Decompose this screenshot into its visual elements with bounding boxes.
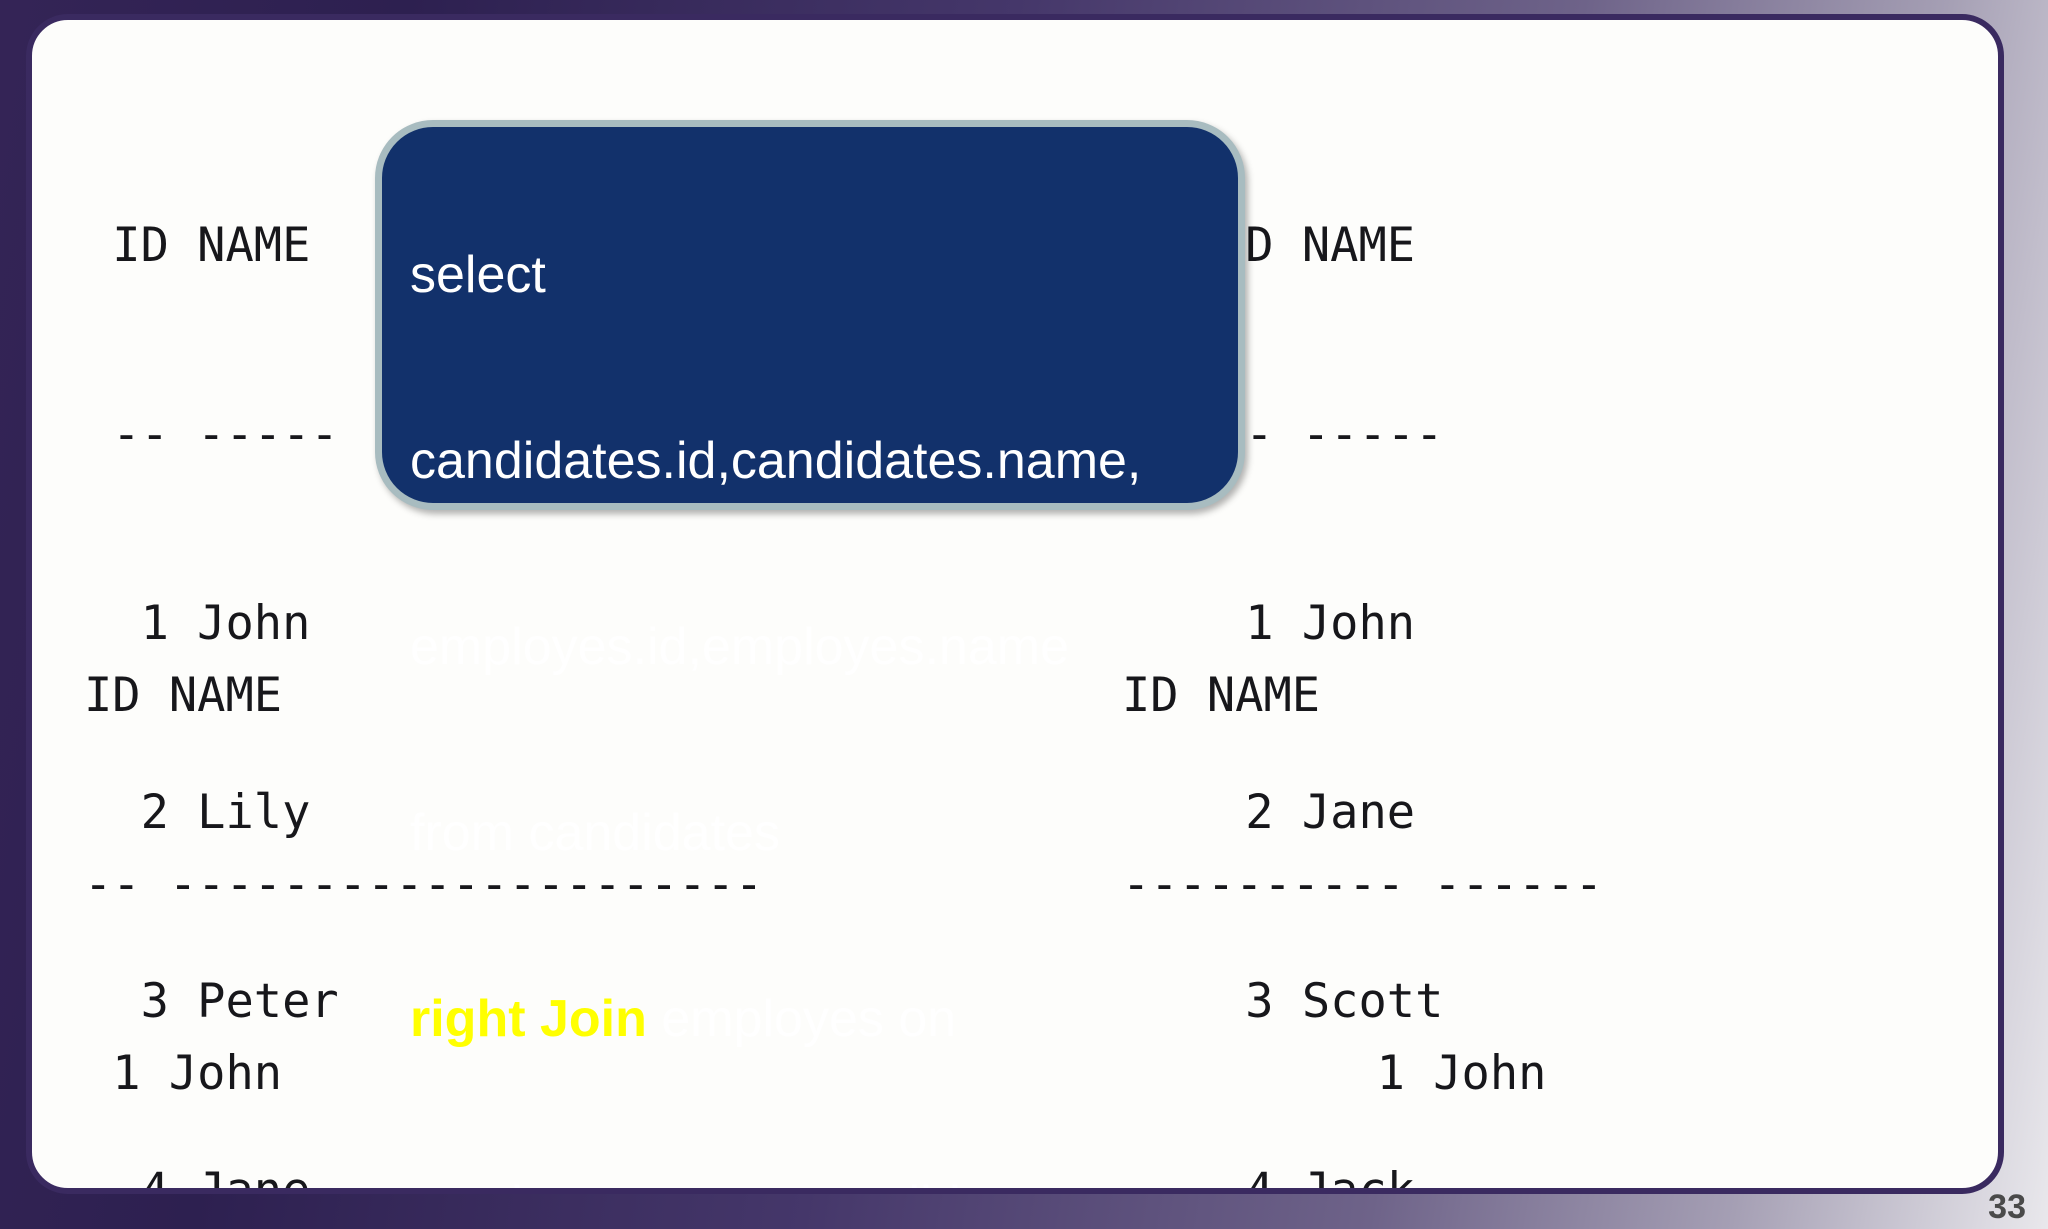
table-row: 3 Peter — [84, 974, 339, 1029]
sql-line-6: employes.name=candidates.name; — [410, 1174, 1236, 1188]
page-number: 33 — [1988, 1188, 2026, 1226]
sql-line-5: right Join employes on — [410, 988, 1236, 1050]
result-right-separator: ---------- ------ — [1122, 857, 1604, 912]
sql-line-3: employes.id,employes.name — [410, 618, 1069, 676]
result-candidates-columns: ID NAME -- --------------------- 1 John … — [84, 538, 764, 1188]
candidates-table: ID NAME -- ----- 1 John 2 Lily 3 Peter 4… — [84, 88, 339, 1194]
result-right-header: ID NAME — [1122, 668, 1321, 723]
sql-keyword-right-join: right Join — [410, 990, 647, 1048]
table-row: 2 Jane — [1217, 785, 1416, 840]
result-employes-columns: ID NAME ---------- ------ 1 John 2 Jane … — [1122, 538, 1604, 1188]
sql-line-1: select — [410, 246, 546, 304]
slide-content-card: ID NAME -- ----- 1 John 2 Lily 3 Peter 4… — [26, 14, 2004, 1194]
table-row: 4 Jane — [84, 1163, 311, 1194]
table-row: 1 John — [1122, 1046, 1547, 1101]
table-row: 1 John — [84, 596, 311, 651]
sql-query-callout: select candidates.id,candidates.name, em… — [375, 120, 1245, 1188]
result-left-separator: -- --------------------- — [84, 857, 764, 912]
table-row: 1 John — [84, 1046, 283, 1101]
table-row: 3 Scott — [1217, 974, 1444, 1029]
table-row: 4 Jack — [1217, 1163, 1416, 1194]
sql-line-5-rest: employes on — [646, 990, 957, 1048]
employes-table: ID NAME -- ----- 1 John 2 Jane 3 Scott 4… — [1217, 88, 1444, 1194]
table-row: 2 Lily — [84, 785, 311, 840]
employes-table-separator: -- ----- — [1217, 407, 1444, 462]
sql-line-4: from candidates — [410, 804, 780, 862]
table-row: 1 John — [1217, 596, 1416, 651]
result-left-header: ID NAME — [84, 668, 283, 723]
sql-query-text: select candidates.id,candidates.name, em… — [372, 102, 1262, 1188]
candidates-table-header: ID NAME — [84, 218, 311, 273]
candidates-table-separator: -- ----- — [84, 407, 339, 462]
sql-line-2: candidates.id,candidates.name, — [410, 432, 1142, 490]
